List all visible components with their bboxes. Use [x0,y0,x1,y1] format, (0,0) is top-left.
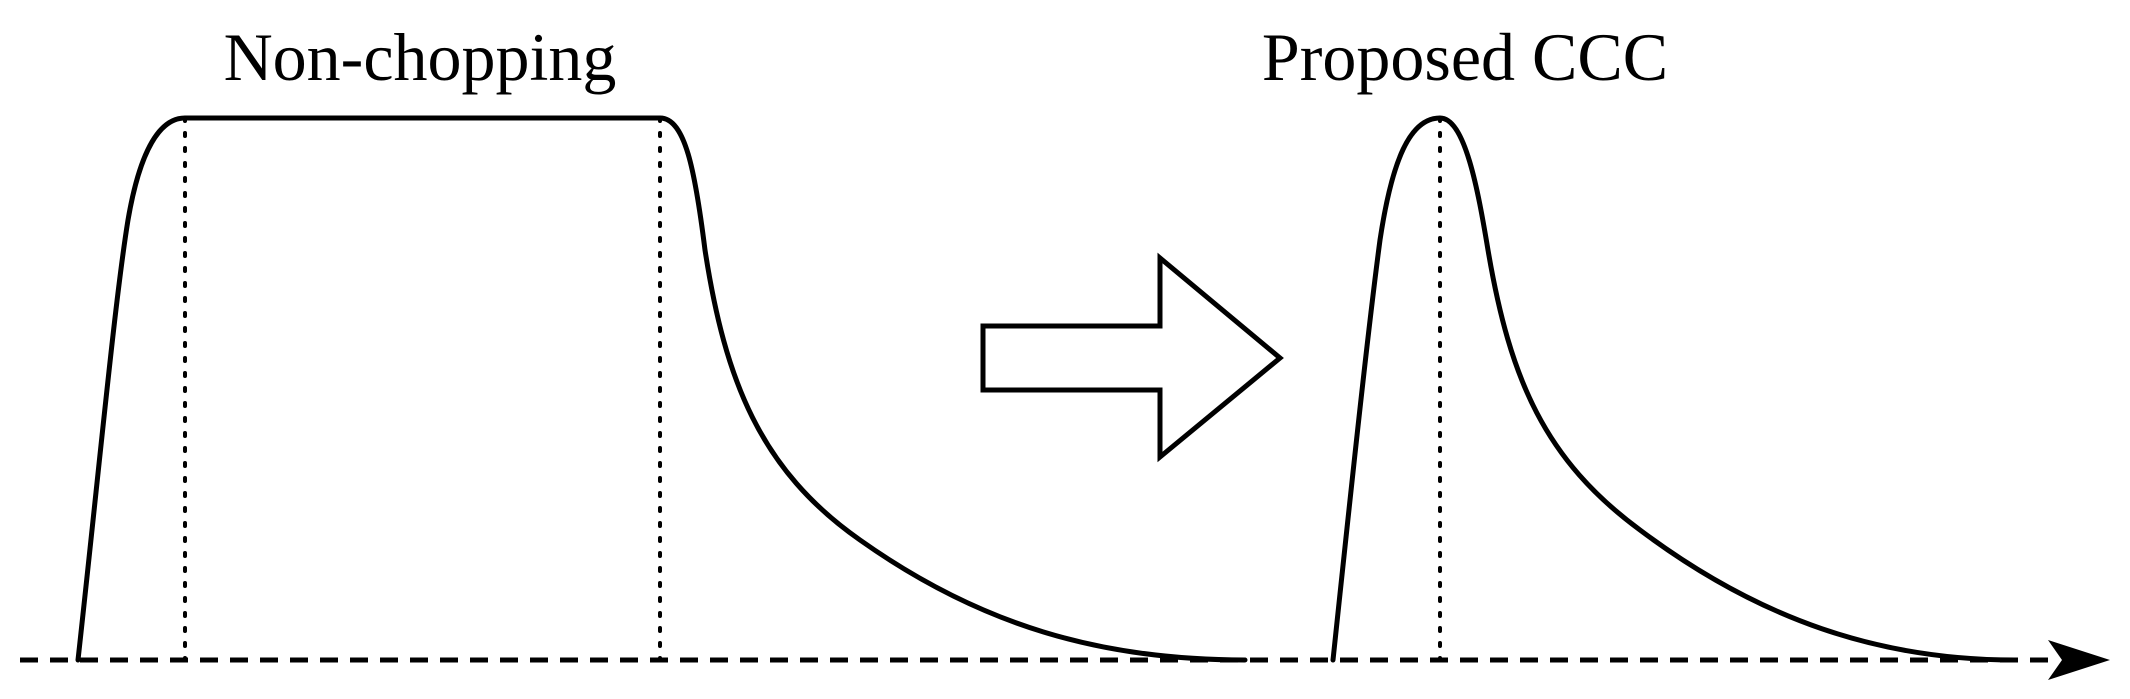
non-chopping-title: Non-chopping [224,19,617,95]
non-chopping-waveform [75,115,1248,663]
right-arrow-icon [980,252,1284,463]
proposed-ccc-title: Proposed CCC [1262,19,1668,95]
arrowhead-icon [2048,640,2110,680]
proposed-ccc-waveform [1330,115,2018,663]
